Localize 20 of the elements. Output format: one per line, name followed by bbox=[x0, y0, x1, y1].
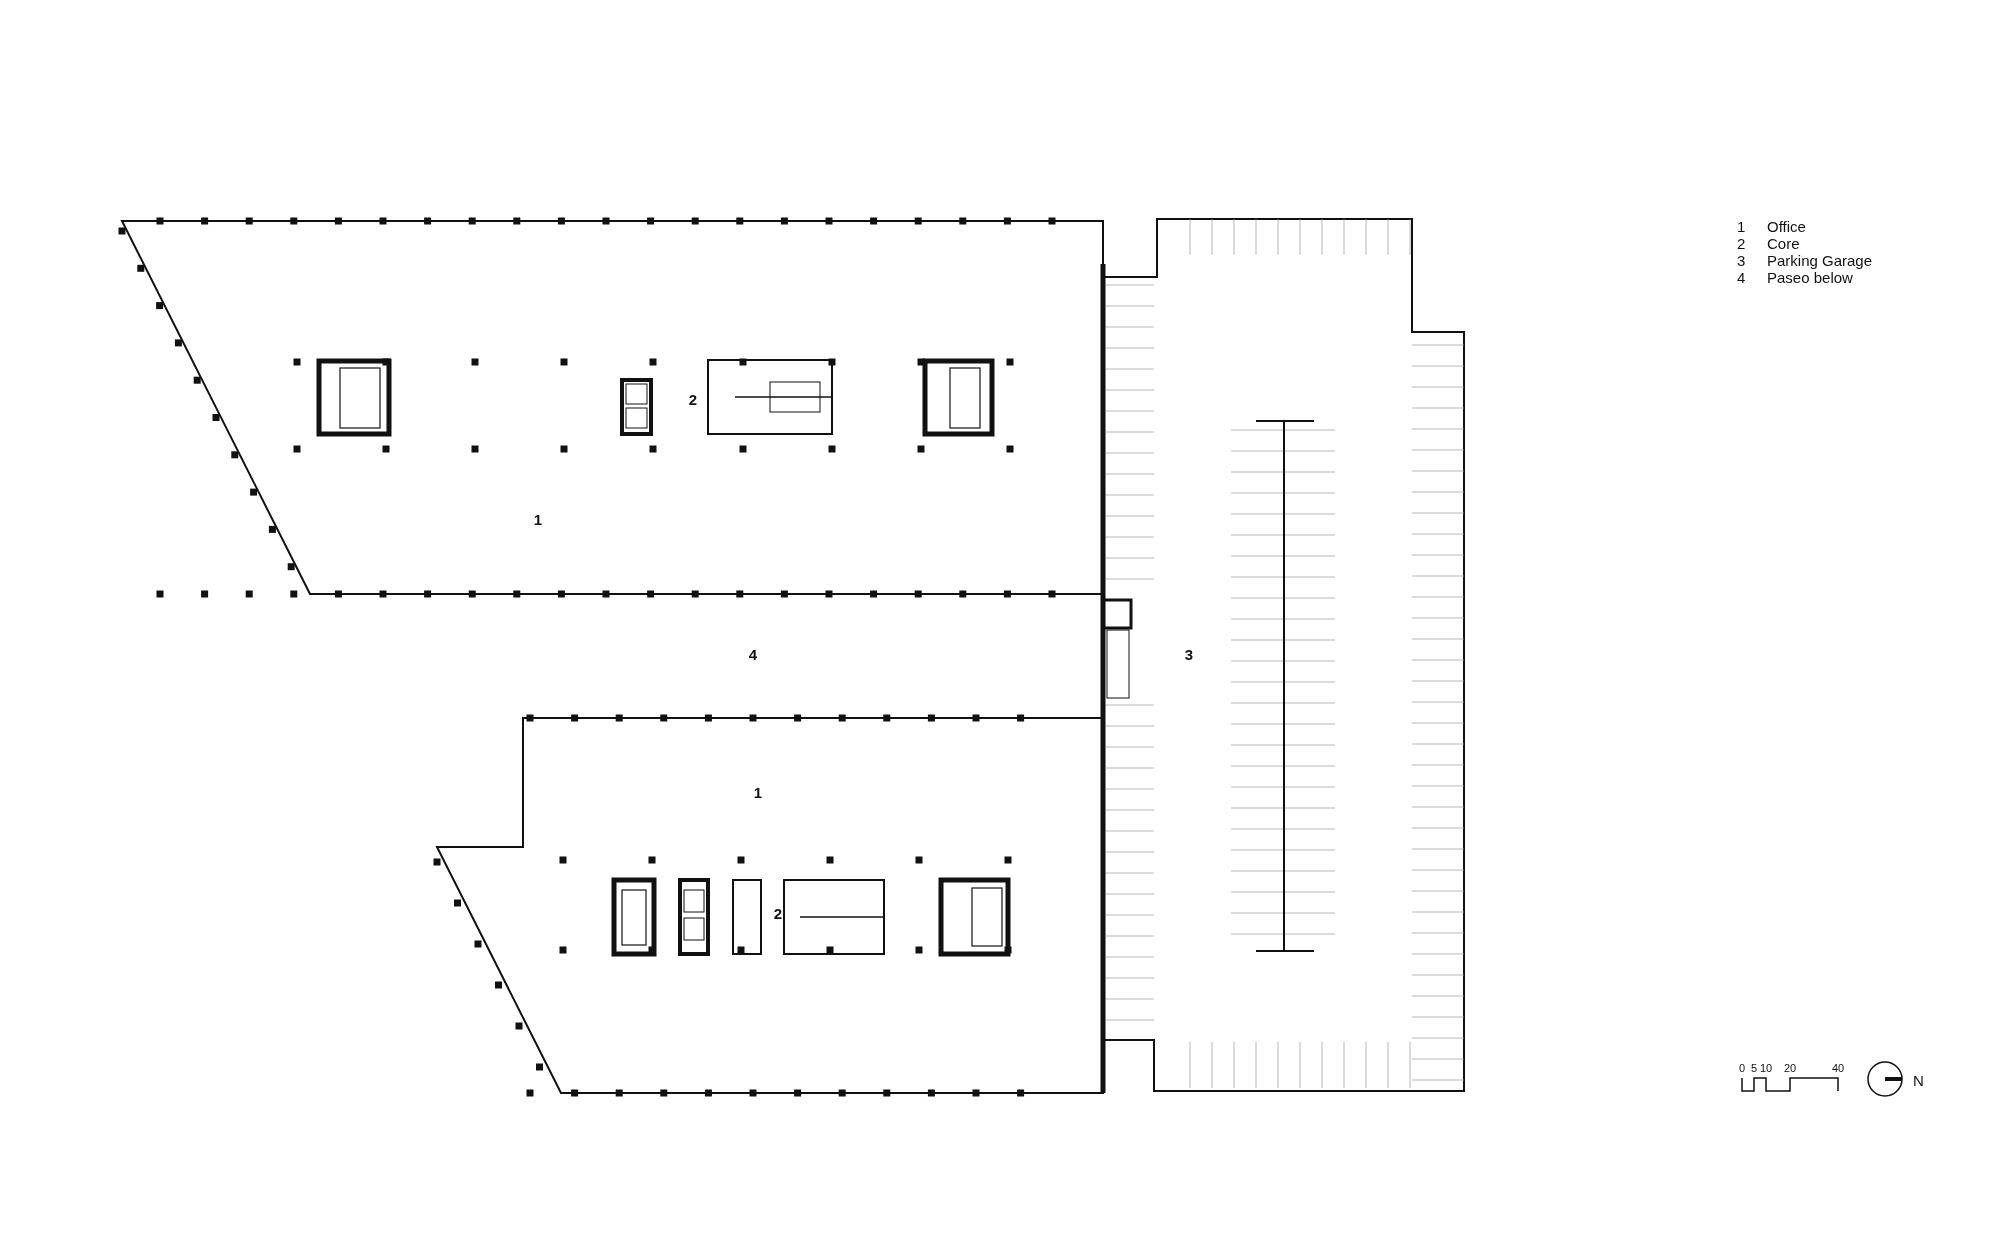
scale-label: 5 bbox=[1750, 1062, 1758, 1074]
scale-label: 40 bbox=[1831, 1062, 1845, 1074]
room-number: 1 bbox=[533, 511, 543, 527]
legend-number: 4 bbox=[1737, 269, 1746, 285]
legend-number: 2 bbox=[1737, 235, 1746, 251]
room-number: 4 bbox=[748, 646, 758, 662]
north-label: N bbox=[1913, 1072, 1924, 1088]
scale-label: 20 bbox=[1783, 1062, 1797, 1074]
legend-number: 3 bbox=[1737, 252, 1746, 268]
scale-label: 0 bbox=[1738, 1062, 1746, 1074]
legend-number: 1 bbox=[1737, 218, 1746, 234]
room-number: 2 bbox=[773, 905, 783, 921]
legend-text: Office bbox=[1767, 218, 1806, 234]
legend-text: Paseo below bbox=[1767, 269, 1853, 285]
room-number: 3 bbox=[1184, 646, 1194, 662]
scale-label: 10 bbox=[1759, 1062, 1773, 1074]
room-number: 1 bbox=[753, 784, 763, 800]
legend-text: Parking Garage bbox=[1767, 252, 1873, 268]
room-number: 2 bbox=[688, 391, 698, 407]
legend-text: Core bbox=[1767, 235, 1800, 251]
